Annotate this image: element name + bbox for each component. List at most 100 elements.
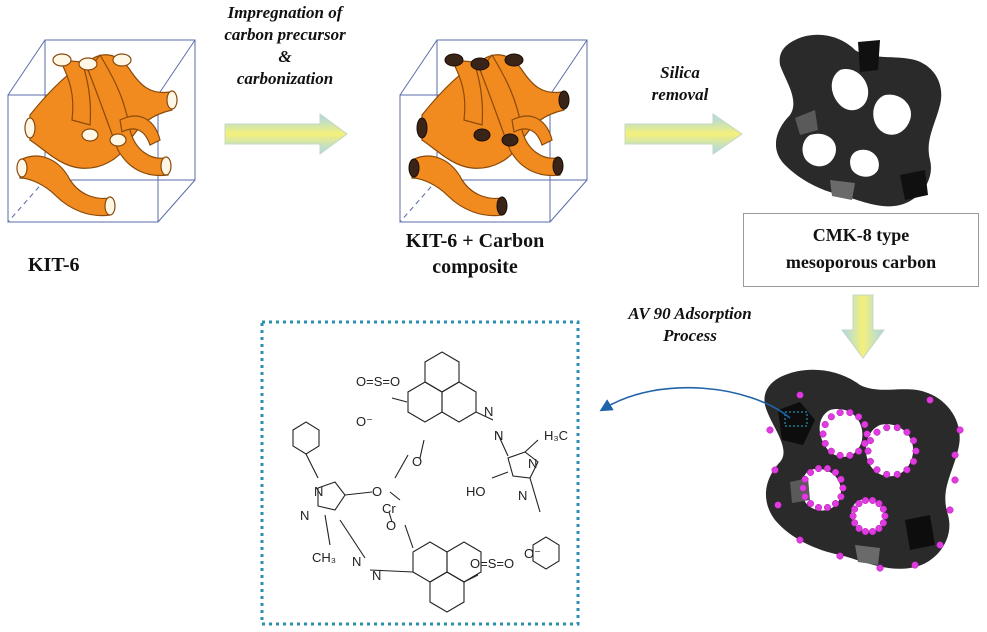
adsorbed-dye-dot xyxy=(903,466,911,474)
phenoxy-o-top: O xyxy=(412,454,422,469)
molecule-atoms: O=S=O O⁻ O O Cr O N N N N N N N N HO H₃C… xyxy=(300,374,568,583)
adsorbed-dye-dot xyxy=(827,413,835,421)
label-composite: KIT-6 + Carbon composite xyxy=(375,228,575,280)
impregnation-line4: carbonization xyxy=(236,69,334,88)
adsorbed-dye-dot xyxy=(806,468,815,476)
adsorbed-dye-dot xyxy=(861,496,869,504)
adsorbed-dye-dot xyxy=(936,541,944,549)
adsorbed-dye-dot xyxy=(893,424,901,432)
adsorbed-dye-dot xyxy=(823,464,832,473)
adsorbed-dye-dot xyxy=(951,476,959,484)
label-adsorption: AV 90 Adsorption Process xyxy=(585,303,795,347)
silica-line2: removal xyxy=(651,85,709,104)
adsorbed-dye-dot xyxy=(881,512,889,520)
adsorbed-dye-dot xyxy=(956,426,964,434)
o-minus-bottom: O⁻ xyxy=(524,546,541,561)
o-cr-left: O xyxy=(372,484,382,499)
adsorbed-dye-dot xyxy=(801,493,809,501)
adsorbed-dye-dot xyxy=(827,447,835,455)
adsorbed-dye-dot xyxy=(823,503,832,512)
methyl-right: H₃C xyxy=(544,428,568,443)
hydroxy-label: HO xyxy=(466,484,486,499)
cmk8-carbon-structure xyxy=(775,34,942,207)
impregnation-line1: Impregnation of xyxy=(227,3,343,22)
adsorption-line1: AV 90 Adsorption xyxy=(628,304,752,323)
adsorbed-dye-dot xyxy=(864,447,872,455)
n-azo-right: N xyxy=(484,404,493,419)
adsorbed-dye-dot xyxy=(855,413,863,421)
adsorbed-dye-dot xyxy=(771,466,779,474)
adsorbed-dye-dot xyxy=(876,564,884,572)
adsorbed-dye-dot xyxy=(869,528,877,536)
adsorbed-dye-dot xyxy=(863,430,871,438)
adsorbed-dye-dot xyxy=(849,512,857,520)
adsorbed-dye-dot xyxy=(855,447,863,455)
adsorbed-dye-dot xyxy=(879,519,887,527)
n-left-1: N xyxy=(314,484,323,499)
adsorption-line2: Process xyxy=(663,326,717,345)
adsorbed-dye-dot xyxy=(866,457,874,465)
adsorbed-dye-dot xyxy=(883,424,891,432)
phenoxy-o-bottom: O xyxy=(386,518,396,533)
adsorbed-dye-dot xyxy=(875,499,883,508)
adsorbed-dye-dot xyxy=(873,466,881,474)
n-left-2: N xyxy=(300,508,309,523)
adsorbed-dye-dot xyxy=(946,506,954,514)
adsorbed-dye-dot xyxy=(855,499,863,508)
arrow-adsorption-down xyxy=(841,294,885,359)
silica-line1: Silica xyxy=(660,63,700,82)
adsorbed-dye-dot xyxy=(855,524,863,533)
adsorbed-dye-dot xyxy=(799,484,807,492)
adsorbed-dye-dot xyxy=(831,500,840,508)
adsorbed-dye-dot xyxy=(951,451,959,459)
adsorbed-dye-dot xyxy=(861,439,869,448)
label-kit6: KIT-6 xyxy=(28,254,80,276)
adsorbed-dye-dot xyxy=(851,519,859,527)
so3-bottom-label: O=S=O xyxy=(470,556,514,571)
adsorbed-dye-dot xyxy=(866,437,874,445)
arrow-silica-removal xyxy=(624,113,743,155)
adsorbed-dye-dot xyxy=(814,464,823,473)
adsorbed-dye-dot xyxy=(875,524,883,533)
adsorbed-dye-dot xyxy=(861,420,869,429)
adsorbed-dye-dot xyxy=(821,439,829,448)
adsorbed-dye-dot xyxy=(796,536,804,544)
adsorbed-dye-dot xyxy=(774,501,782,509)
adsorbed-dye-dot xyxy=(806,500,815,508)
adsorbed-dye-dot xyxy=(837,475,845,483)
label-silica-removal: Silica removal xyxy=(620,62,740,106)
label-cmk8: CMK-8 type mesoporous carbon xyxy=(743,213,979,287)
label-impregnation: Impregnation of carbon precursor & carbo… xyxy=(185,2,385,90)
n-right-1: N xyxy=(528,456,537,471)
n-azo-right-2: N xyxy=(494,428,503,443)
n-azo-left: N xyxy=(352,554,361,569)
adsorbed-dye-dot xyxy=(796,391,804,399)
molecule-frame xyxy=(260,320,580,626)
adsorbed-dye-dot xyxy=(861,528,869,536)
adsorbed-dye-dot xyxy=(836,409,844,417)
adsorbed-dye-dot xyxy=(821,420,829,429)
av90-molecule xyxy=(292,351,560,613)
impregnation-line3: & xyxy=(278,47,292,66)
adsorbed-dye-dot xyxy=(814,503,823,512)
adsorbed-dye-dot xyxy=(837,493,845,501)
adsorbed-dye-dot xyxy=(903,428,911,436)
adsorbed-dye-dot xyxy=(883,470,891,478)
composite-cube xyxy=(399,39,588,223)
composite-line2: composite xyxy=(432,256,518,278)
adsorbed-dye-dot xyxy=(873,428,881,436)
methyl-left: CH₃ xyxy=(312,550,336,565)
adsorbed-dye-dot xyxy=(846,451,854,459)
arrow-impregnation xyxy=(224,113,348,155)
chromium-atom: Cr xyxy=(382,501,396,516)
adsorbed-dye-dot xyxy=(839,484,847,492)
adsorbed-dye-dot xyxy=(926,396,934,404)
o-minus-top: O⁻ xyxy=(356,414,373,429)
adsorbed-dye-dot xyxy=(836,451,844,459)
kit6-silica-cube xyxy=(7,39,196,223)
adsorbed-dye-dot xyxy=(910,457,918,465)
adsorbed-dye-dot xyxy=(831,468,840,476)
adsorbed-dye-dot xyxy=(879,505,887,513)
adsorbed-dye-dot xyxy=(869,496,877,504)
